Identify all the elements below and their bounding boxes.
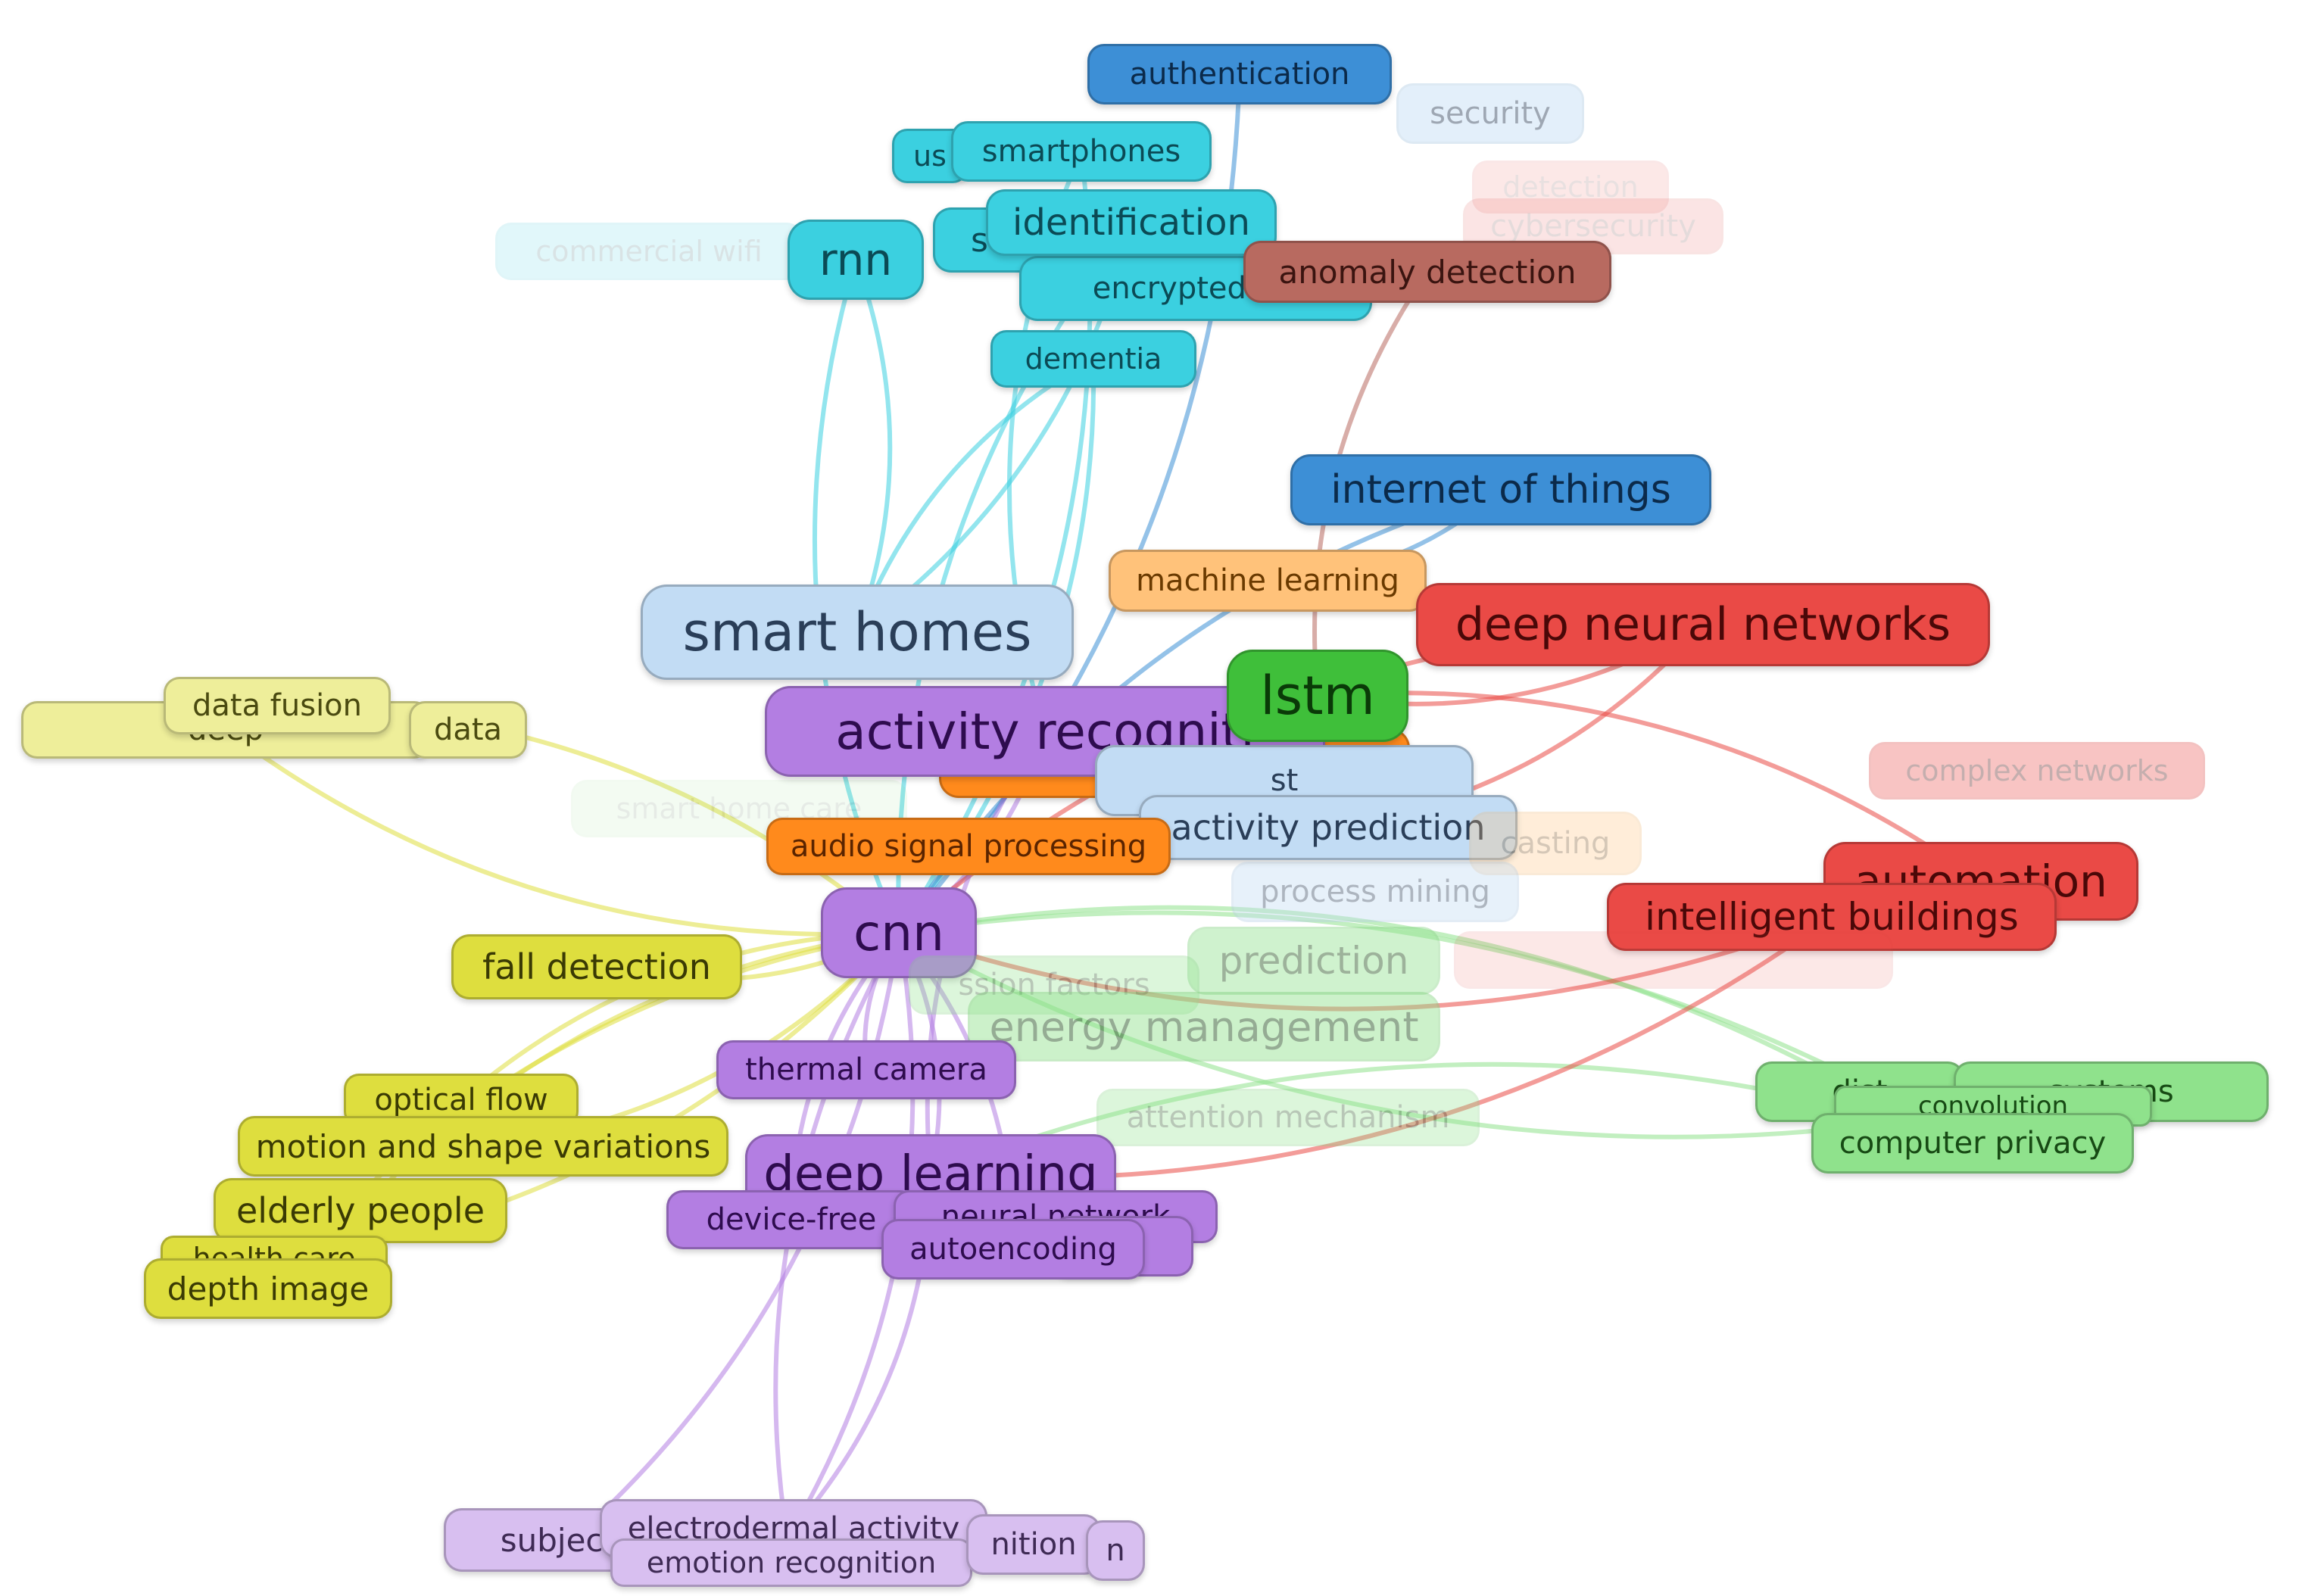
node-cnn[interactable]: cnn — [821, 887, 977, 978]
node-prediction[interactable]: prediction — [1187, 927, 1440, 995]
node-process-mining[interactable]: process mining — [1231, 862, 1519, 922]
edge-cnn-distributed_systems — [897, 905, 1862, 1094]
node-energy-management[interactable]: energy management — [968, 992, 1440, 1061]
node-authentication[interactable]: authentication — [1087, 44, 1392, 104]
node-casting[interactable]: casting — [1469, 812, 1642, 875]
node-computer-privacy[interactable]: computer privacy — [1811, 1113, 2134, 1174]
node-elderly-people[interactable]: elderly people — [214, 1178, 507, 1243]
node-lstm[interactable]: lstm — [1227, 650, 1408, 742]
node-dementia[interactable]: dementia — [990, 330, 1196, 388]
node-smart-homes[interactable]: smart homes — [641, 584, 1074, 680]
node-thermal-camera[interactable]: thermal camera — [716, 1040, 1016, 1099]
node-attention-mechanism[interactable]: attention mechanism — [1096, 1089, 1480, 1146]
edge-cnn-subject_c — [570, 930, 901, 1542]
node-detection[interactable]: detection — [1472, 161, 1669, 214]
node-motion-shape[interactable]: motion and shape variations — [238, 1116, 728, 1177]
edge-lstm-automation — [1315, 690, 1983, 884]
node-anomaly-detection[interactable]: anomaly detection — [1243, 241, 1611, 303]
node-lp-n[interactable]: n — [1086, 1520, 1145, 1581]
edge-cnn-intelligent_buildings — [897, 915, 1834, 1012]
node-nition[interactable]: nition — [966, 1514, 1101, 1575]
node-complex-networks[interactable]: complex networks — [1869, 742, 2205, 800]
node-internet-of-things[interactable]: internet of things — [1290, 454, 1711, 525]
edge-cnn-deep — [223, 728, 901, 937]
node-depth-image[interactable]: depth image — [144, 1258, 392, 1319]
node-data-fusion[interactable]: data fusion — [164, 677, 391, 734]
node-commercial-wifi[interactable]: commercial wifi — [495, 223, 803, 280]
node-device-free[interactable]: device-free — [666, 1190, 916, 1249]
node-activity-prediction[interactable]: activity prediction — [1139, 795, 1518, 860]
node-deep-neural-networks[interactable]: deep neural networks — [1416, 583, 1990, 666]
node-rnn[interactable]: rnn — [788, 220, 924, 300]
node-fall-detection[interactable]: fall detection — [451, 934, 742, 999]
node-security[interactable]: security — [1396, 83, 1584, 144]
node-intelligent-buildings[interactable]: intelligent buildings — [1607, 883, 2057, 951]
node-identification[interactable]: identification — [986, 189, 1277, 256]
node-data[interactable]: data — [409, 701, 527, 759]
node-machine-learning[interactable]: machine learning — [1109, 550, 1427, 612]
node-red-faded-row[interactable] — [1454, 931, 1893, 989]
edge-smart_homes-rnn — [853, 257, 893, 634]
node-smartphones[interactable]: smartphones — [951, 121, 1212, 182]
node-emotion-recognition[interactable]: emotion recognition — [610, 1538, 972, 1587]
node-autoencoding[interactable]: autoencoding — [881, 1219, 1145, 1280]
node-audio-signal-processing[interactable]: audio signal processing — [766, 818, 1171, 875]
node-ssion-factors[interactable]: ssion factors — [909, 955, 1199, 1015]
